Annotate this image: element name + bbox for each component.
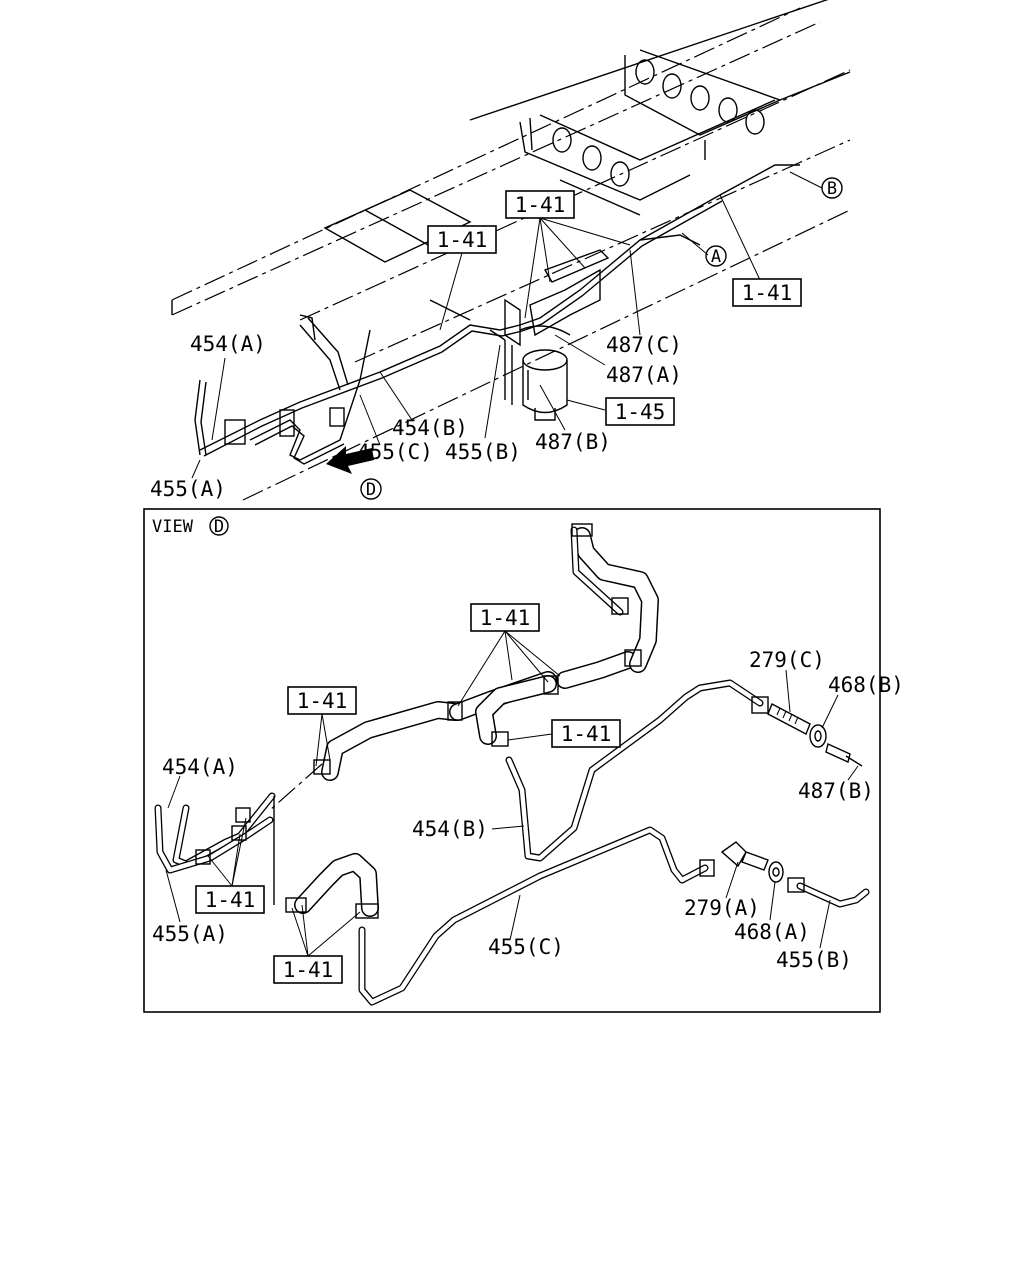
label-455b-detail: 455(B)	[776, 948, 852, 972]
svg-text:1-41: 1-41	[297, 689, 348, 713]
circle-a-marker: A	[705, 245, 727, 267]
label-455c-detail: 455(C)	[488, 935, 564, 959]
detail-pipes	[154, 526, 870, 1006]
label-455a: 455(A)	[150, 477, 226, 501]
ref-box-1-41-bottom[interactable]: 1-41	[273, 955, 343, 984]
detail-fittings	[195, 523, 863, 919]
circle-d-marker: D	[360, 478, 382, 500]
label-487a: 487(A)	[606, 363, 682, 387]
detail-view-d: VIEW D	[143, 508, 904, 1013]
svg-text:1-45: 1-45	[615, 400, 666, 424]
svg-text:D: D	[214, 517, 224, 537]
label-454a-detail: 454(A)	[162, 755, 238, 779]
svg-text:A: A	[711, 247, 721, 267]
detail-hoses	[294, 527, 659, 917]
ref-box-1-41-left[interactable]: 1-41	[427, 225, 497, 254]
svg-text:1-41: 1-41	[480, 606, 531, 630]
main-view: A B D 1-41 1-41 1-41 1-45 454(A) 454(	[150, 0, 851, 501]
label-455b: 455(B)	[445, 440, 521, 464]
main-leaders	[191, 171, 823, 479]
ref-box-1-41-mid[interactable]: 1-41	[551, 719, 621, 748]
svg-text:1-41: 1-41	[205, 888, 256, 912]
circle-b-marker: B	[821, 177, 843, 199]
svg-text:B: B	[827, 179, 837, 199]
svg-text:1-41: 1-41	[437, 228, 488, 252]
svg-text:1-41: 1-41	[742, 281, 793, 305]
label-454b: 454(B)	[392, 416, 468, 440]
label-454a: 454(A)	[190, 332, 266, 356]
label-487b: 487(B)	[535, 430, 611, 454]
ref-box-1-45[interactable]: 1-45	[605, 397, 675, 426]
ref-box-1-41-center[interactable]: 1-41	[470, 603, 540, 632]
fuel-filter-assembly	[489, 249, 610, 421]
svg-text:1-41: 1-41	[561, 722, 612, 746]
ref-box-1-41-lower-left[interactable]: 1-41	[195, 885, 265, 914]
svg-text:D: D	[366, 480, 376, 500]
svg-text:1-41: 1-41	[515, 193, 566, 217]
ref-box-1-41-upper-left[interactable]: 1-41	[287, 686, 357, 715]
main-fuel-lines	[194, 164, 800, 465]
chassis-frame	[171, 0, 851, 501]
svg-text:VIEW: VIEW	[152, 517, 194, 537]
label-468b: 468(B)	[828, 673, 904, 697]
label-487c: 487(C)	[606, 333, 682, 357]
label-455c: 455(C)	[357, 440, 433, 464]
label-468a: 468(A)	[734, 920, 810, 944]
label-454b-detail: 454(B)	[412, 817, 488, 841]
label-455a-detail: 455(A)	[152, 922, 228, 946]
detail-leaders	[165, 630, 859, 957]
svg-text:1-41: 1-41	[283, 958, 334, 982]
ref-box-1-41-right[interactable]: 1-41	[732, 278, 802, 307]
label-487b-detail: 487(B)	[798, 779, 874, 803]
view-d-arrow	[326, 446, 374, 474]
detail-title: VIEW D	[152, 516, 229, 537]
label-279c: 279(C)	[749, 648, 825, 672]
ref-box-1-41-top[interactable]: 1-41	[505, 190, 575, 219]
label-279a: 279(A)	[684, 896, 760, 920]
detail-frame	[143, 508, 881, 1013]
